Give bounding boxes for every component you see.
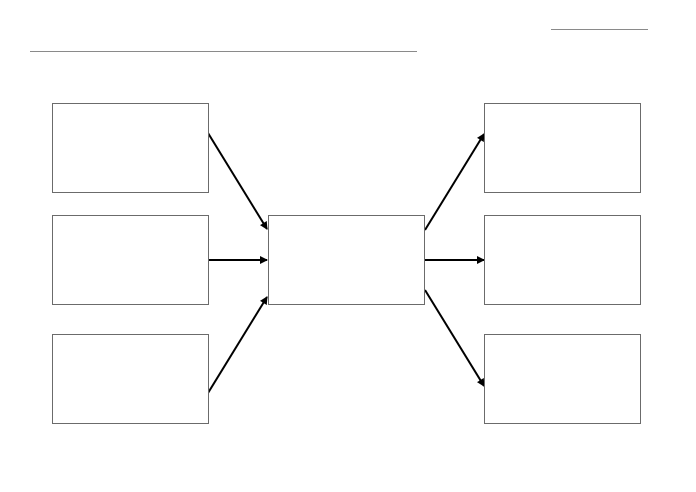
arrow-input-3-to-center — [207, 296, 268, 394]
output-box-3[interactable] — [484, 334, 641, 424]
arrow-center-to-output-3 — [424, 289, 485, 387]
arrow-input-1-to-center — [207, 132, 268, 230]
output-box-2[interactable] — [484, 215, 641, 305]
title-blank-line[interactable] — [30, 51, 417, 52]
date-blank-line[interactable] — [551, 29, 648, 30]
center-box[interactable] — [268, 215, 425, 305]
input-box-3[interactable] — [52, 334, 209, 424]
output-box-1[interactable] — [484, 103, 641, 193]
input-box-1[interactable] — [52, 103, 209, 193]
input-box-2[interactable] — [52, 215, 209, 305]
arrow-center-to-output-1 — [424, 133, 485, 231]
